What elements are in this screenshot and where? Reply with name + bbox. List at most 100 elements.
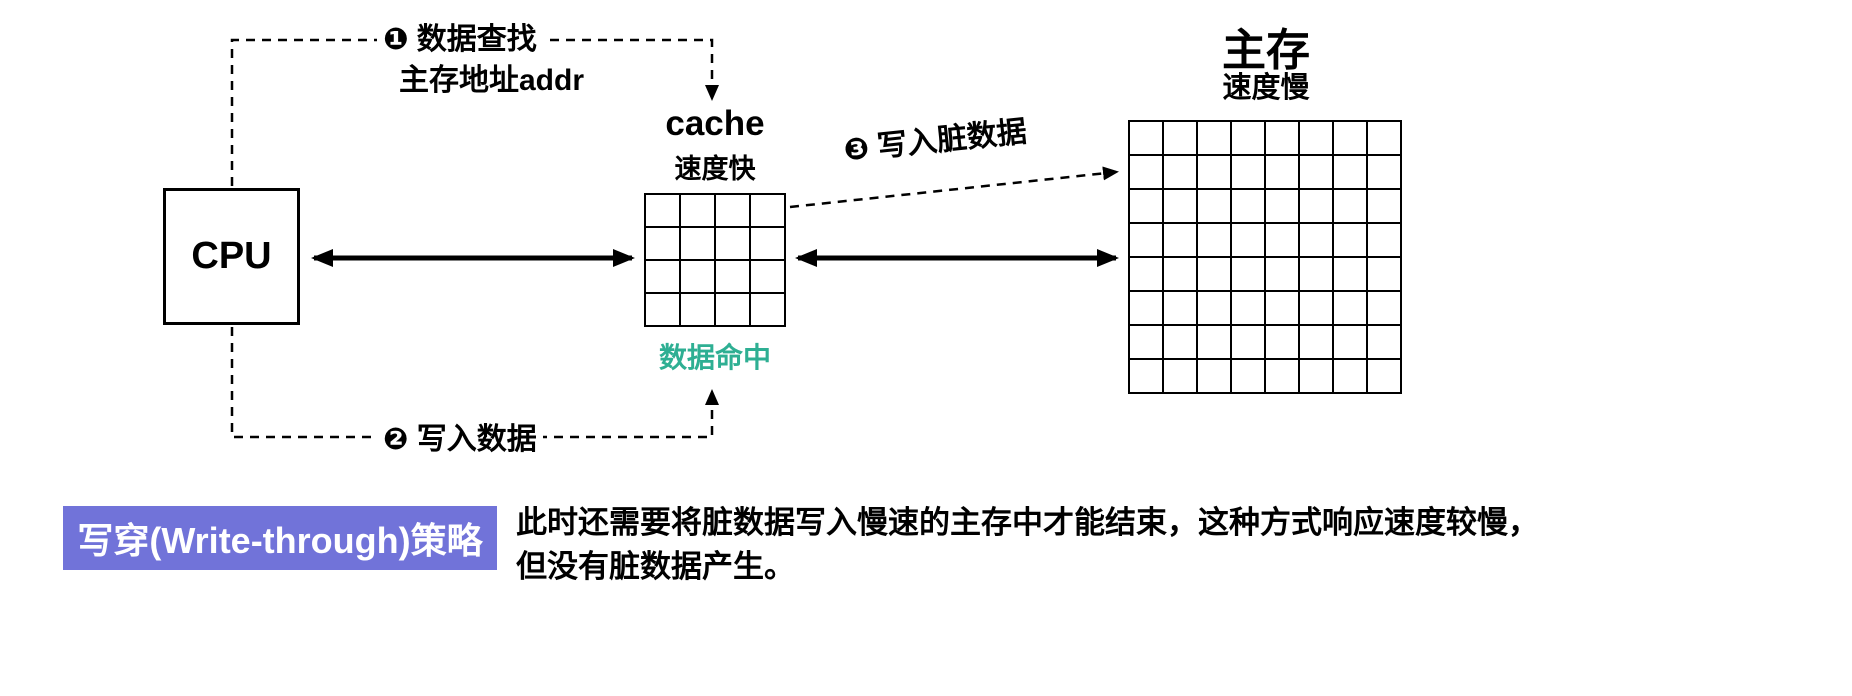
memory-grid-cell: [1300, 224, 1332, 256]
memory-grid-cell: [1300, 326, 1332, 358]
cache-grid-cell: [716, 261, 749, 292]
memory-grid-cell: [1300, 122, 1332, 154]
memory-grid-cell: [1334, 224, 1366, 256]
memory-grid-cell: [1368, 122, 1400, 154]
cpu-label: CPU: [191, 235, 272, 277]
cache-grid-cell: [716, 228, 749, 259]
memory-grid-cell: [1300, 156, 1332, 188]
memory-grid-cell: [1266, 190, 1298, 222]
memory-grid-cell: [1334, 190, 1366, 222]
memory-grid-cell: [1130, 292, 1162, 324]
memory-grid-cell: [1368, 190, 1400, 222]
cache-hit-label: 数据命中: [658, 342, 771, 373]
memory-grid-cell: [1334, 292, 1366, 324]
cache-grid-cell: [646, 195, 679, 226]
memory-grid-cell: [1130, 258, 1162, 290]
memory-grid-cell: [1198, 156, 1230, 188]
strategy-badge: 写穿(Write-through)策略: [63, 506, 497, 570]
memory-grid-cell: [1232, 122, 1264, 154]
memory-grid-cell: [1334, 122, 1366, 154]
step2-text: ❷ 写入数据: [377, 420, 543, 461]
step3-text: ❸ 写入脏数据: [835, 111, 1035, 173]
step1-label: ❶ 数据查找 主存地址addr: [377, 20, 591, 101]
memory-grid-cell: [1266, 258, 1298, 290]
cache-grid-cell: [681, 195, 714, 226]
cache-grid-cell: [716, 195, 749, 226]
memory-grid-cell: [1232, 224, 1264, 256]
memory-grid-cell: [1368, 326, 1400, 358]
memory-grid-cell: [1164, 224, 1196, 256]
memory-grid-cell: [1232, 190, 1264, 222]
step1-text2: 主存地址addr: [393, 60, 591, 101]
memory-grid-cell: [1334, 326, 1366, 358]
memory-grid-cell: [1232, 292, 1264, 324]
memory-grid-cell: [1130, 190, 1162, 222]
cache-grid-cell: [646, 261, 679, 292]
memory-grid-cell: [1266, 156, 1298, 188]
memory-grid-cell: [1164, 326, 1196, 358]
memory-grid-cell: [1164, 156, 1196, 188]
memory-grid-cell: [1164, 360, 1196, 392]
memory-grid-cell: [1198, 122, 1230, 154]
cache-grid: [644, 193, 786, 327]
memory-subtitle: 速度慢: [1222, 72, 1310, 104]
memory-grid-cell: [1266, 224, 1298, 256]
memory-grid-cell: [1232, 326, 1264, 358]
memory-grid-cell: [1232, 156, 1264, 188]
memory-title: 主存: [1222, 26, 1310, 75]
memory-grid-cell: [1130, 156, 1162, 188]
cache-grid-cell: [751, 228, 784, 259]
cache-grid-cell: [646, 294, 679, 325]
memory-grid-cell: [1130, 360, 1162, 392]
memory-grid-cell: [1368, 224, 1400, 256]
memory-grid-cell: [1198, 258, 1230, 290]
memory-grid-cell: [1300, 360, 1332, 392]
arrow-step3-write-dirty: [789, 166, 1119, 209]
cache-grid-cell: [646, 228, 679, 259]
memory-grid-cell: [1266, 360, 1298, 392]
cache-grid-cell: [681, 228, 714, 259]
memory-grid-cell: [1164, 292, 1196, 324]
memory-grid-cell: [1164, 122, 1196, 154]
memory-grid-cell: [1198, 224, 1230, 256]
memory-grid-cell: [1232, 258, 1264, 290]
memory-grid-cell: [1368, 360, 1400, 392]
memory-grid-cell: [1266, 292, 1298, 324]
strategy-description: 此时还需要将脏数据写入慢速的主存中才能结束，这种方式响应速度较慢，但没有脏数据产…: [516, 505, 1539, 584]
memory-grid-cell: [1300, 190, 1332, 222]
memory-grid-cell: [1232, 360, 1264, 392]
step3-label: ❸ 写入脏数据: [835, 111, 1035, 173]
memory-grid-cell: [1334, 156, 1366, 188]
cache-grid-cell: [681, 261, 714, 292]
memory-grid-cell: [1130, 224, 1162, 256]
cache-subtitle: 速度快: [674, 154, 756, 184]
memory-grid-cell: [1368, 258, 1400, 290]
memory-grid-cell: [1130, 326, 1162, 358]
cache-grid-cell: [716, 294, 749, 325]
cache-grid-cell: [681, 294, 714, 325]
memory-grid-cell: [1130, 122, 1162, 154]
cpu-box: CPU: [163, 188, 300, 325]
memory-grid-cell: [1300, 258, 1332, 290]
memory-grid-cell: [1266, 326, 1298, 358]
memory-grid-cell: [1198, 326, 1230, 358]
step1-text: ❶ 数据查找: [377, 20, 543, 61]
cache-title: cache: [665, 104, 765, 143]
memory-grid-cell: [1334, 360, 1366, 392]
memory-grid-cell: [1300, 292, 1332, 324]
memory-grid-cell: [1164, 258, 1196, 290]
memory-grid-cell: [1198, 190, 1230, 222]
memory-grid-cell: [1164, 190, 1196, 222]
memory-grid-cell: [1368, 292, 1400, 324]
memory-grid-cell: [1198, 360, 1230, 392]
memory-grid-cell: [1266, 122, 1298, 154]
cache-grid-cell: [751, 195, 784, 226]
memory-grid-cell: [1334, 258, 1366, 290]
memory-grid-cell: [1198, 292, 1230, 324]
step2-label: ❷ 写入数据: [377, 420, 543, 461]
memory-grid: [1128, 120, 1402, 394]
memory-grid-cell: [1368, 156, 1400, 188]
cache-grid-cell: [751, 294, 784, 325]
